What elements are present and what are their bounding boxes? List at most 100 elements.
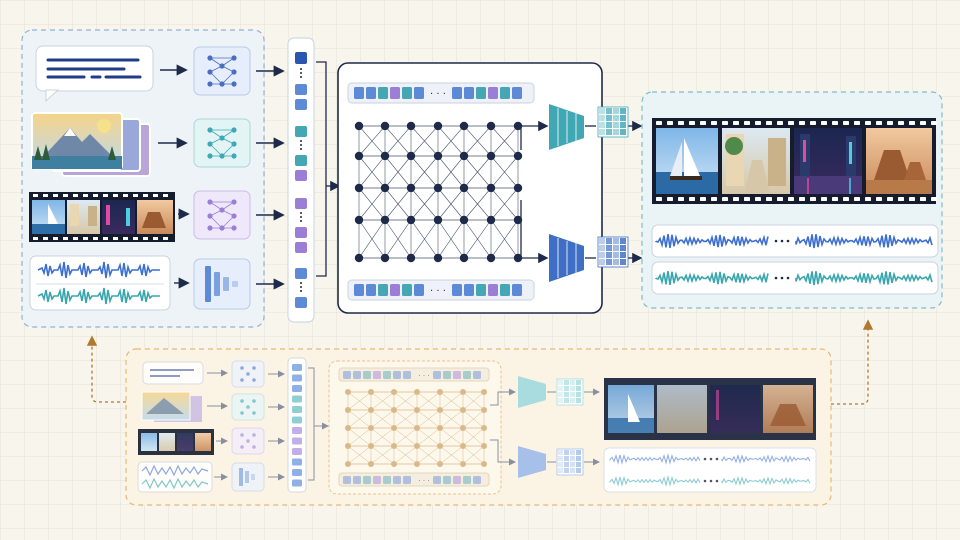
film-hole: [931, 121, 937, 125]
film-hole: [689, 121, 695, 125]
film-hole: [689, 197, 695, 201]
mini-audio-decoder: [518, 446, 546, 478]
latent-cell: [564, 392, 569, 397]
edge: [410, 155, 439, 189]
film-hole: [865, 197, 871, 201]
film-hole: [854, 121, 860, 125]
film-hole: [909, 121, 915, 125]
node: [481, 461, 487, 467]
token: [383, 476, 391, 484]
latent-cell: [599, 108, 605, 114]
film-hole: [832, 121, 838, 125]
token: [463, 476, 471, 484]
node: [380, 215, 390, 225]
node: [380, 151, 390, 161]
film-hole: [722, 121, 728, 125]
latent-cell: [576, 398, 581, 403]
latent-cell: [564, 456, 569, 461]
node: [354, 151, 364, 161]
edge: [410, 219, 439, 259]
node: [391, 443, 397, 449]
edge: [439, 409, 464, 429]
edge: [437, 125, 465, 157]
edge: [347, 445, 372, 465]
latent-cell: [606, 115, 612, 121]
video-decoder: [549, 104, 584, 150]
latent-cell: [570, 380, 575, 385]
video-latent-grid: [597, 106, 629, 138]
edge: [410, 125, 439, 157]
film-hole: [810, 121, 816, 125]
latent-cell: [599, 122, 605, 128]
latent-cell: [570, 386, 575, 391]
wave-ellipsis-dot: [774, 276, 778, 280]
output-wave: [609, 474, 811, 488]
node: [513, 183, 523, 193]
latent-cell: [620, 252, 626, 258]
film-hole: [777, 121, 783, 125]
video-input-filmstrip: [29, 192, 175, 242]
token: [353, 476, 361, 484]
edge: [358, 155, 386, 189]
edge: [490, 155, 519, 189]
film-hole: [931, 197, 937, 201]
edge: [370, 427, 395, 447]
node: [460, 407, 466, 413]
wave-ellipsis-dot: [715, 457, 719, 461]
latent-cell: [599, 259, 605, 265]
token: [500, 284, 510, 296]
edge: [393, 427, 418, 447]
top-ellipsis: · · ·: [430, 89, 446, 100]
token: [378, 284, 388, 296]
node: [406, 253, 416, 263]
film-hole: [755, 121, 761, 125]
node: [481, 407, 487, 413]
film-hole: [733, 197, 739, 201]
latent-cell: [564, 380, 569, 385]
film-hole: [678, 121, 684, 125]
latent-cell: [613, 245, 619, 251]
edge: [416, 445, 441, 465]
latent-cell: [620, 122, 626, 128]
edge: [416, 409, 441, 429]
latent-cell: [613, 252, 619, 258]
film-hole: [722, 197, 728, 201]
token: [292, 479, 302, 487]
output-audio-track-1: [651, 224, 939, 258]
output-wave: [609, 452, 811, 466]
node: [513, 253, 523, 263]
film-hole: [843, 121, 849, 125]
token: [453, 371, 461, 379]
latent-cell: [613, 259, 619, 265]
node: [391, 461, 397, 467]
token: [403, 476, 411, 484]
wave-ellipsis-dot: [780, 239, 784, 243]
token: [363, 476, 371, 484]
node: [460, 461, 466, 467]
mini-transformer: · · · · · ·: [328, 360, 502, 495]
film-hole: [755, 197, 761, 201]
audio-wave-teal: [37, 287, 160, 305]
node: [368, 425, 374, 431]
latent-cell: [599, 129, 605, 135]
latent-cell: [576, 468, 581, 473]
edge: [347, 391, 372, 411]
token: [390, 284, 400, 296]
token: [393, 371, 401, 379]
node: [368, 443, 374, 449]
token: [464, 87, 474, 99]
token: [414, 87, 424, 99]
latent-cell: [576, 380, 581, 385]
wave-ellipsis-dot: [715, 479, 719, 483]
token: [292, 416, 302, 424]
token-column: [287, 37, 315, 323]
latent-cell: [570, 468, 575, 473]
mini-text-input: [142, 361, 204, 385]
node: [486, 215, 496, 225]
token: [363, 371, 371, 379]
token: [353, 371, 361, 379]
token: [443, 476, 451, 484]
token: [473, 476, 481, 484]
film-hole: [700, 121, 706, 125]
film-hole: [733, 121, 739, 125]
